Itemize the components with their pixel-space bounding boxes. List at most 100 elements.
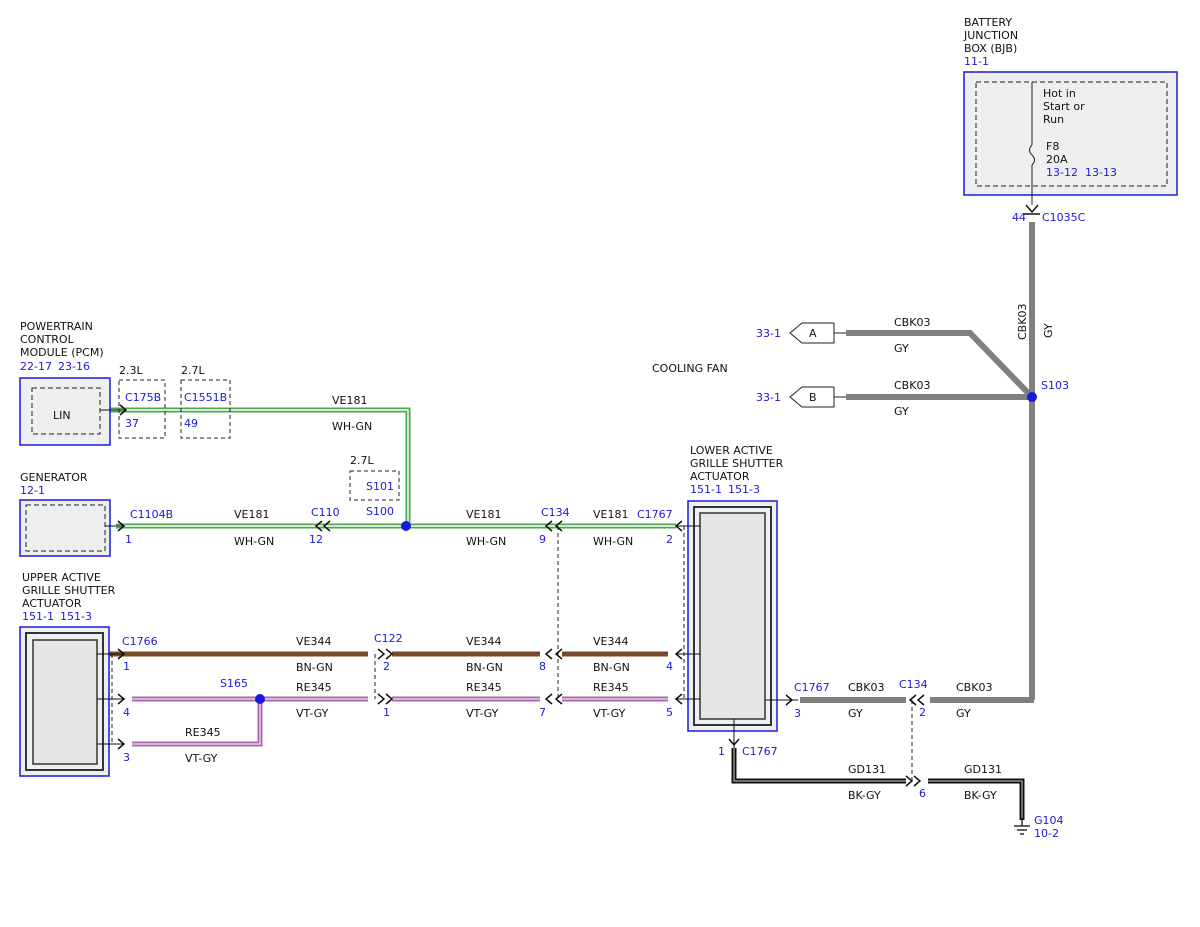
cbk03-bot-right-color: GY — [956, 707, 971, 720]
c1551b-box — [180, 379, 231, 439]
s101-label[interactable]: S101 — [366, 480, 394, 493]
bjb-title-line3: BOX (BJB) — [964, 42, 1017, 55]
c134-pin8-arrow-icon — [544, 648, 553, 660]
c1766-label[interactable]: C1766 — [122, 635, 158, 648]
generator-inner-block — [25, 504, 106, 552]
ve181-right-color: WH-GN — [593, 535, 633, 548]
cbk03-a-circuit: CBK03 — [894, 316, 930, 329]
bjb-title-line2: JUNCTION — [963, 29, 1018, 42]
c134-pin7-arrow2-icon — [554, 693, 563, 705]
upper-pin1-arrow-icon — [117, 648, 126, 660]
c1767-right-arrow-icon — [785, 694, 794, 706]
ground-name[interactable]: G104 — [1034, 814, 1064, 827]
re345-right-color: VT-GY — [593, 707, 626, 720]
c1035c-label[interactable]: C1035C — [1042, 211, 1086, 224]
offpage-b-ref[interactable]: 33-1 — [756, 391, 781, 404]
lower-ref-b[interactable]: 151-3 — [728, 483, 760, 496]
c110-label[interactable]: C110 — [311, 506, 340, 519]
generator-title: GENERATOR — [20, 471, 88, 484]
upper-ref-a[interactable]: 151-1 — [22, 610, 54, 623]
bjb-hot-line3: Run — [1043, 113, 1064, 126]
s103-splice-dot — [1027, 392, 1037, 402]
upper-pin-4: 4 — [123, 706, 130, 719]
offpage-a-letter: A — [809, 327, 817, 340]
c175b-box — [118, 379, 166, 439]
c134-pin7-arrow-icon — [544, 693, 553, 705]
gd131-left-circuit: GD131 — [848, 763, 886, 776]
c134-top-label[interactable]: C134 — [541, 506, 570, 519]
s100-splice-dot — [401, 521, 411, 531]
c134-pin-7: 7 — [539, 706, 546, 719]
s103-label[interactable]: S103 — [1041, 379, 1069, 392]
c1551b-pin: 49 — [184, 417, 198, 430]
c134-right-label[interactable]: C134 — [899, 678, 928, 691]
bjb-ref[interactable]: 11-1 — [964, 55, 989, 68]
c122-pin1-arrow-icon — [377, 693, 386, 705]
c1767-bottom-arrow-icon — [728, 738, 740, 747]
bjb-hot-line1: Hot in — [1043, 87, 1076, 100]
c110-arrow-icon — [314, 520, 323, 532]
c1767-bottom-label[interactable]: C1767 — [742, 745, 778, 758]
offpage-a-ref[interactable]: 33-1 — [756, 327, 781, 340]
s100-label[interactable]: S100 — [366, 505, 394, 518]
re345-right-circuit: RE345 — [593, 681, 629, 694]
upper-ref-b[interactable]: 151-3 — [60, 610, 92, 623]
upper-title-line1: UPPER ACTIVE — [22, 571, 101, 584]
re345-left-color: VT-GY — [296, 707, 329, 720]
c1767-top-label[interactable]: C1767 — [637, 508, 673, 521]
generator-ref[interactable]: 12-1 — [20, 484, 45, 497]
lower-title-line2: GRILLE SHUTTER — [690, 457, 784, 470]
lower-actuator-frame — [693, 506, 772, 726]
pcm-pin-arrow-icon — [119, 404, 128, 416]
re345-mid-circuit: RE345 — [466, 681, 502, 694]
gd131-left-color: BK-GY — [848, 789, 881, 802]
s101-box — [349, 470, 400, 501]
re345-pin3-circuit: RE345 — [185, 726, 221, 739]
c134-gnd-pin: 6 — [919, 787, 926, 800]
upper-pin-1: 1 — [123, 660, 130, 673]
pcm-title-line2: CONTROL — [20, 333, 75, 346]
cbk03-bot-left-color: GY — [848, 707, 863, 720]
upper-actuator-frame — [25, 632, 104, 771]
c122-pin2-arrow2-icon — [385, 648, 394, 660]
ve181-pcm-circuit: VE181 — [332, 394, 367, 407]
ground-ref[interactable]: 10-2 — [1034, 827, 1059, 840]
s165-splice-dot — [255, 694, 265, 704]
ve344-mid-circuit: VE344 — [466, 635, 501, 648]
c134-gnd-arrow-icon — [905, 775, 914, 787]
ve344-left-circuit: VE344 — [296, 635, 331, 648]
ve344-left-color: BN-GN — [296, 661, 333, 674]
pcm-ref-a[interactable]: 22-17 — [20, 360, 52, 373]
engine-23l: 2.3L — [119, 364, 143, 377]
lower-pin-4: 4 — [666, 660, 673, 673]
bjb-ref-a[interactable]: 13-12 — [1046, 166, 1078, 179]
lower-pin-5: 5 — [666, 706, 673, 719]
c122-label[interactable]: C122 — [374, 632, 403, 645]
ve181-right-circuit: VE181 — [593, 508, 628, 521]
c134-pin8-arrow2-icon — [554, 648, 563, 660]
lower-ref-a[interactable]: 151-1 — [690, 483, 722, 496]
c134-top-arrow-icon — [544, 520, 553, 532]
pcm-ref-b[interactable]: 23-16 — [58, 360, 90, 373]
gd131-right-circuit: GD131 — [964, 763, 1002, 776]
upper-pin4-arrow-icon — [117, 693, 126, 705]
upper-actuator-body — [32, 639, 98, 765]
c1551b-label[interactable]: C1551B — [184, 391, 227, 404]
s165-label[interactable]: S165 — [220, 677, 248, 690]
lower-title-line3: ACTUATOR — [690, 470, 750, 483]
wire-ve181 — [104, 407, 676, 529]
pcm-lin-label: LIN — [53, 409, 71, 422]
ve344-mid-color: BN-GN — [466, 661, 503, 674]
generator-module — [19, 499, 111, 557]
bjb-ref-b[interactable]: 13-13 — [1085, 166, 1117, 179]
c1767-right-label[interactable]: C1767 — [794, 681, 830, 694]
pcm-lin-block — [31, 387, 101, 435]
c1104b-label[interactable]: C1104B — [130, 508, 173, 521]
c1035c-pin-arrow-icon — [1024, 204, 1040, 215]
c1767-right-pin: 3 — [794, 707, 801, 720]
fuse-name: F8 — [1046, 140, 1059, 153]
c122-pin-1: 1 — [383, 706, 390, 719]
c175b-label[interactable]: C175B — [125, 391, 161, 404]
cbk03-b-circuit: CBK03 — [894, 379, 930, 392]
